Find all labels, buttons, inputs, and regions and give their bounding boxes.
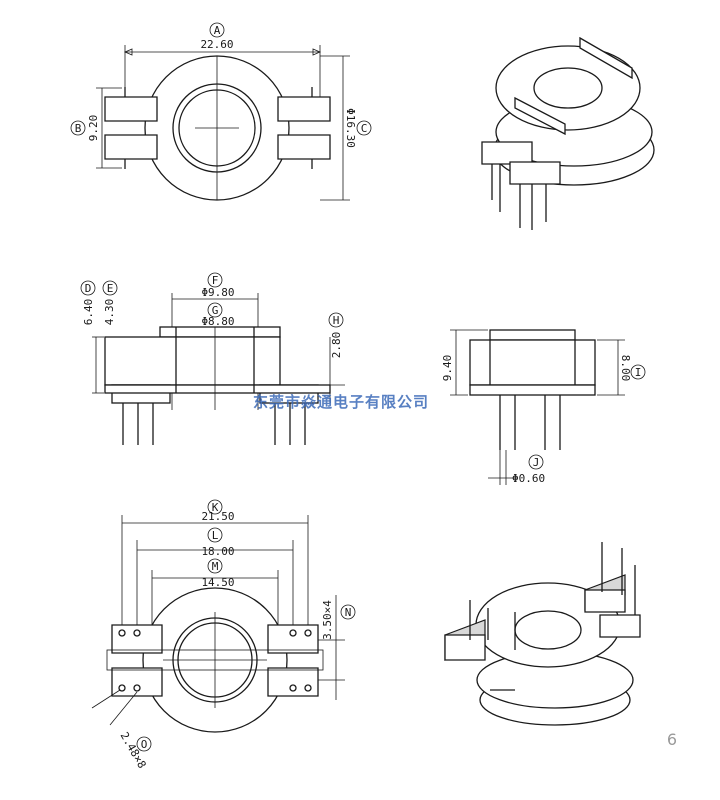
marker-o: O [141, 738, 148, 751]
dim-k: 21.50 [201, 510, 234, 523]
dim-e: 4.30 [103, 299, 116, 326]
dim-j: Φ0.60 [512, 472, 545, 485]
company-watermark: 东莞市焱通电子有限公司 [253, 393, 429, 411]
dim-side-height: 9.40 [441, 355, 454, 382]
marker-b: B [75, 122, 82, 135]
marker-d: D [85, 282, 92, 295]
dim-i: 8.00 [619, 355, 632, 382]
dim-h: 2.80 [330, 332, 343, 359]
dim-n: 3.50×4 [321, 600, 334, 640]
marker-i: I [635, 366, 642, 379]
top-view: A 22.60 B 9.20 C Φ16.30 [70, 22, 372, 201]
dim-g: Φ8.80 [201, 315, 234, 328]
marker-c: C [361, 122, 368, 135]
marker-g: G [212, 304, 219, 317]
dim-d: 6.40 [82, 299, 95, 326]
isometric-view-top [481, 36, 655, 230]
dim-l: 18.00 [201, 545, 234, 558]
marker-j: J [533, 456, 540, 469]
marker-m: M [212, 560, 219, 573]
marker-h: H [333, 314, 340, 327]
marker-k: K [212, 501, 219, 514]
marker-n: N [345, 606, 352, 619]
marker-a: A [214, 24, 221, 37]
dim-a: 22.60 [200, 38, 233, 51]
front-view: F Φ9.80 G Φ8.80 D 6.40 E 4.30 [80, 272, 345, 445]
bottom-view: K 21.50 L 18.00 M 14.50 [91, 499, 356, 771]
dim-b: 9.20 [87, 115, 100, 142]
marker-f: F [212, 274, 219, 287]
marker-e: E [107, 282, 114, 295]
side-view: 9.40 I 8.00 J Φ0.60 [441, 329, 646, 485]
page-number: 6 [667, 730, 677, 749]
dim-c: Φ16.30 [344, 108, 357, 148]
dim-m: 14.50 [201, 576, 234, 589]
marker-l: L [212, 529, 219, 542]
isometric-view-bottom [444, 542, 641, 726]
dim-f: Φ9.80 [201, 286, 234, 299]
